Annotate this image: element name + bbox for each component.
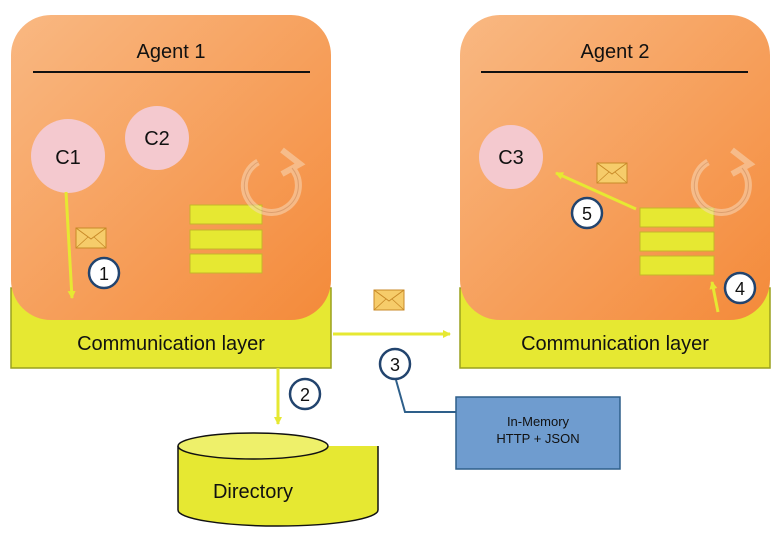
step-badge-3: 3 xyxy=(378,347,412,381)
callout-line xyxy=(395,379,456,413)
step-badge-1: 1 xyxy=(87,256,121,290)
database-icon xyxy=(177,432,329,460)
arrow-layer-to-queue xyxy=(709,281,720,313)
component-c1-label: C1 xyxy=(55,147,81,169)
step-4-label: 4 xyxy=(735,279,745,299)
arrow-c1-to-layer xyxy=(64,191,76,299)
communication-layer-2-label: Communication layer xyxy=(521,333,709,355)
component-c3: C3 xyxy=(479,125,543,189)
step-3-label: 3 xyxy=(390,355,400,375)
step-badge-4: 4 xyxy=(723,271,757,305)
cycle-arrow-icon xyxy=(690,147,756,216)
step-2-label: 2 xyxy=(300,385,310,405)
agent-1: Agent 1 Communication layer C1 C2 xyxy=(10,15,332,369)
arrows xyxy=(64,171,720,425)
envelope-icon xyxy=(373,289,405,311)
envelope-icon xyxy=(75,227,107,249)
component-c1: C1 xyxy=(31,119,105,193)
envelope-icon xyxy=(596,162,628,184)
agent-2-title: Agent 2 xyxy=(581,41,650,63)
directory-label: Directory xyxy=(213,481,293,503)
component-c3-label: C3 xyxy=(498,147,524,169)
agent-2: Agent 2 Communication layer C3 xyxy=(459,15,771,369)
agent-1-title: Agent 1 xyxy=(137,41,206,63)
component-c2: C2 xyxy=(125,106,189,170)
component-c2-label: C2 xyxy=(144,128,170,150)
step-badge-2: 2 xyxy=(288,377,322,411)
directory-database: Directory xyxy=(177,432,379,527)
arrow-queue-to-c3 xyxy=(555,171,637,211)
transport-line-1: In-Memory xyxy=(507,414,570,429)
transport-box: In-Memory HTTP + JSON xyxy=(455,396,621,470)
step-1-label: 1 xyxy=(99,264,109,284)
transport-line-2: HTTP + JSON xyxy=(496,431,579,446)
step-badge-5: 5 xyxy=(570,196,604,230)
queue-icon xyxy=(189,204,263,274)
queue-icon xyxy=(639,207,715,276)
cycle-arrow-icon xyxy=(240,147,306,216)
step-5-label: 5 xyxy=(582,204,592,224)
communication-layer-1-label: Communication layer xyxy=(77,333,265,355)
